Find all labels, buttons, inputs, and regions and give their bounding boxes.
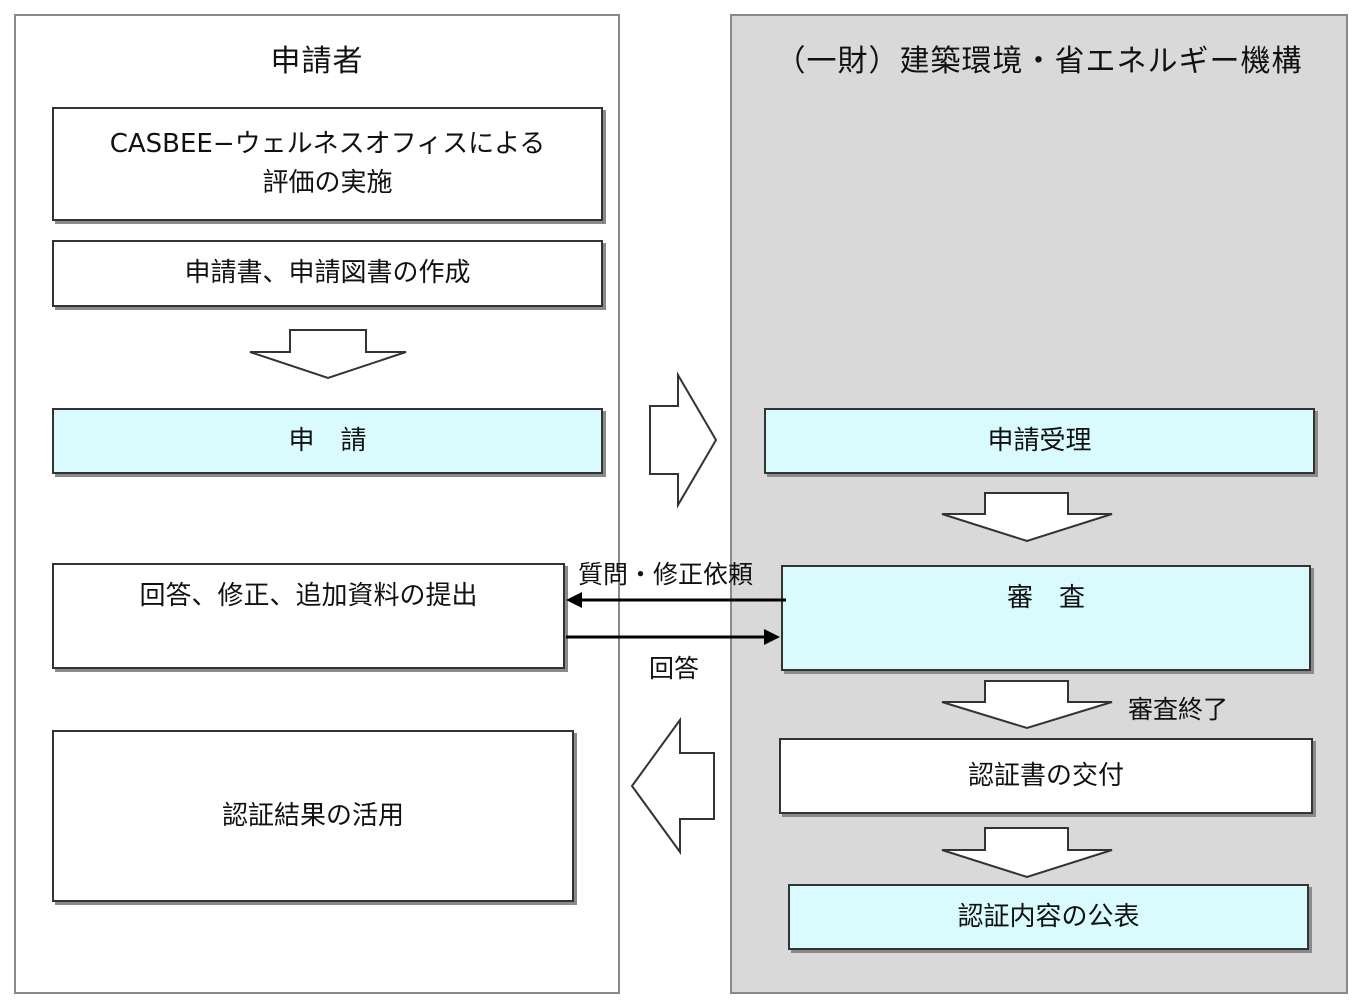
down-arrow-icon: [941, 827, 1113, 879]
arrowhead-left-icon: [566, 592, 582, 608]
application-step: 申 請: [52, 408, 603, 474]
right-arrow-icon: [649, 371, 718, 509]
response-step: 回答、修正、追加資料の提出: [52, 563, 565, 669]
utilization-step: 認証結果の活用: [52, 730, 574, 902]
review-end-label: 審査終了: [1128, 695, 1229, 724]
certificate-step: 認証書の交付: [779, 738, 1313, 814]
applicant-lane-title: 申請者: [270, 44, 364, 79]
evaluation-step: CASBEE−ウェルネスオフィスによる 評価の実施: [52, 107, 603, 221]
publication-step-label: 認証内容の公表: [957, 901, 1140, 932]
receipt-step-label: 申請受理: [987, 425, 1092, 456]
application-step-label: 申 請: [288, 425, 367, 456]
response-step-label: 回答、修正、追加資料の提出: [139, 581, 478, 611]
question-label: 質問・修正依頼: [578, 560, 754, 589]
down-arrow-icon: [941, 492, 1113, 543]
documents-step: 申請書、申請図書の作成: [52, 240, 603, 307]
down-arrow-icon: [941, 680, 1113, 730]
answer-label: 回答: [649, 654, 700, 683]
publication-step: 認証内容の公表: [788, 884, 1309, 950]
review-step-label: 審 査: [1006, 583, 1085, 613]
evaluation-step-label: CASBEE−ウェルネスオフィスによる 評価の実施: [109, 129, 546, 198]
certificate-step-label: 認証書の交付: [967, 760, 1124, 791]
documents-step-label: 申請書、申請図書の作成: [184, 258, 471, 288]
organization-lane-title: （一財）建築環境・省エネルギー機構: [775, 44, 1303, 79]
receipt-step: 申請受理: [764, 408, 1315, 474]
arrowhead-right-icon: [764, 629, 780, 645]
down-arrow-icon: [249, 329, 407, 380]
utilization-step-label: 認証結果の活用: [221, 800, 404, 831]
left-arrow-icon: [630, 716, 715, 856]
review-step: 審 査: [781, 565, 1311, 671]
